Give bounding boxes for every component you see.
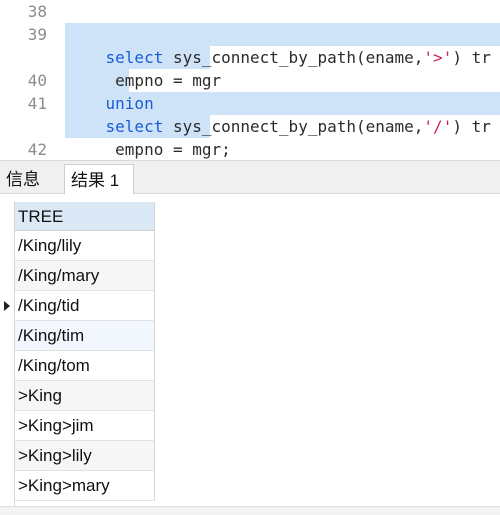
selection-highlight xyxy=(65,46,210,69)
string-literal: '>' xyxy=(423,48,453,67)
line-number: 42 xyxy=(27,140,47,159)
table-row[interactable]: /King/tim xyxy=(15,321,155,351)
table-row[interactable]: >King>lily xyxy=(15,441,155,471)
selection-highlight xyxy=(65,69,129,92)
string-literal: '/' xyxy=(423,117,453,136)
code-line-40[interactable]: union xyxy=(67,69,154,113)
sql-editor[interactable]: 38 39 40 41 42 select sys_connect_by_pat… xyxy=(0,0,500,160)
code-text: sys_connect_by_path(ename, xyxy=(163,48,424,67)
code-line-39-wrap[interactable]: empno = mgr xyxy=(67,46,221,90)
code-line-39[interactable]: select sys_connect_by_path(ename,'>') tr xyxy=(67,23,491,67)
table-row[interactable]: >King xyxy=(15,381,155,411)
table-row[interactable]: /King/tom xyxy=(15,351,155,381)
keyword: select xyxy=(105,48,164,67)
tab-result-1[interactable]: 结果 1 xyxy=(64,164,134,195)
selection-highlight xyxy=(65,23,500,46)
table-row[interactable]: /King/lily xyxy=(15,231,155,261)
code-line-41[interactable]: select sys_connect_by_path(ename,'/') tr xyxy=(67,92,491,136)
code-text: ) tr xyxy=(452,117,491,136)
code-text: sys_connect_by_path(ename, xyxy=(163,117,424,136)
line-number: 38 xyxy=(27,2,47,21)
table-row[interactable]: >King>mary xyxy=(15,471,155,501)
result-grid[interactable]: TREE /King/lily /King/mary /King/tid /Ki… xyxy=(0,194,500,514)
table-row[interactable]: /King/mary xyxy=(15,261,155,291)
keyword: select xyxy=(105,117,164,136)
line-number: 39 xyxy=(27,25,47,44)
column-header-tree[interactable]: TREE xyxy=(15,202,155,231)
result-tab-bar: 信息 结果 1 xyxy=(0,160,500,195)
code-text: empno = mgr xyxy=(105,71,222,90)
row-header-column xyxy=(0,202,15,506)
selection-highlight xyxy=(65,115,210,138)
keyword: union xyxy=(105,94,154,113)
selection-highlight xyxy=(65,92,500,115)
line-number: 41 xyxy=(27,94,47,113)
code-line-41-wrap[interactable]: empno = mgr; xyxy=(67,115,231,159)
current-row-arrow-icon xyxy=(4,301,10,311)
table-row[interactable]: >King>jim xyxy=(15,411,155,441)
code-text: empno = mgr; xyxy=(105,140,231,159)
table-row[interactable]: /King/tid xyxy=(15,291,155,321)
status-strip xyxy=(0,506,500,515)
line-number-gutter: 38 39 40 41 42 xyxy=(0,0,58,160)
code-text: ) tr xyxy=(452,48,491,67)
line-number: 40 xyxy=(27,71,47,90)
tab-info[interactable]: 信息 xyxy=(6,170,40,189)
